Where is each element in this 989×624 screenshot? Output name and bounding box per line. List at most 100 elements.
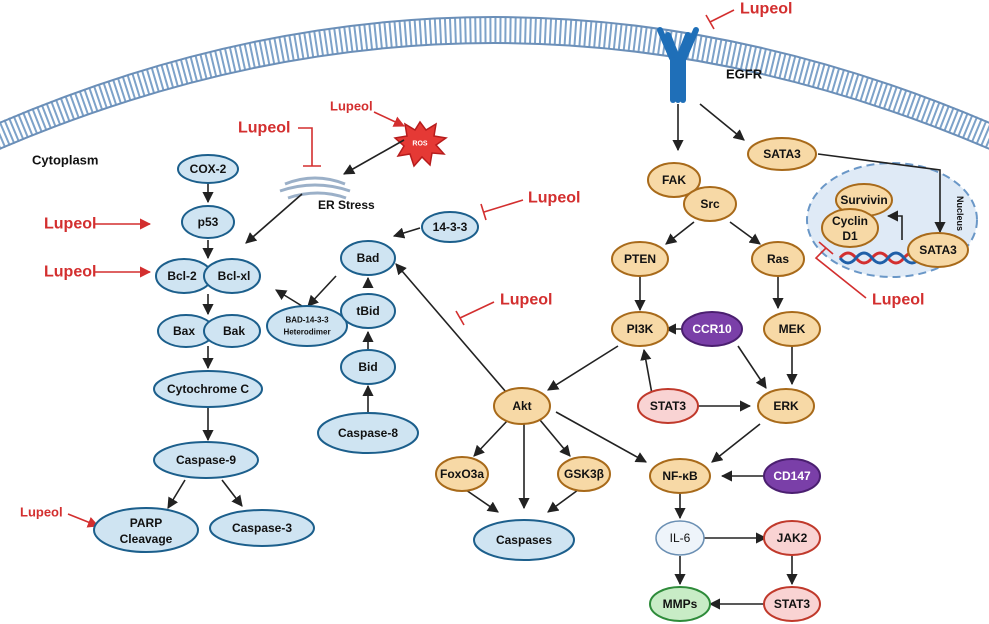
svg-text:p53: p53 bbox=[198, 215, 219, 229]
node-p53: p53 bbox=[181, 205, 235, 239]
node-gsk3b: GSK3β bbox=[557, 456, 611, 492]
svg-text:Cyclin: Cyclin bbox=[832, 214, 868, 228]
svg-text:Cytochrome C: Cytochrome C bbox=[167, 382, 249, 396]
dna-helix-icon bbox=[838, 251, 922, 265]
node-cd147: CD147 bbox=[763, 458, 821, 494]
node-sata3-nucleus: SATA3 bbox=[907, 232, 969, 268]
node-src: Src bbox=[683, 186, 737, 222]
ros-starburst-icon bbox=[393, 120, 448, 168]
lupeol-label-parp: Lupeol bbox=[20, 505, 63, 520]
node-foxo3a: FoxO3a bbox=[435, 456, 489, 492]
svg-text:IL-6: IL-6 bbox=[670, 531, 691, 545]
node-stat3-mid: STAT3 bbox=[637, 388, 699, 424]
svg-text:tBid: tBid bbox=[356, 304, 379, 318]
svg-text:MEK: MEK bbox=[779, 322, 806, 336]
node-mmps: MMPs bbox=[649, 586, 711, 622]
node-bcl2: Bcl-2 bbox=[155, 258, 213, 294]
svg-text:CD147: CD147 bbox=[773, 469, 811, 483]
egfr-label: EGFR bbox=[726, 67, 763, 82]
node-caspase9: Caspase-9 bbox=[153, 441, 259, 479]
svg-text:CCR10: CCR10 bbox=[692, 322, 732, 336]
node-akt: Akt bbox=[493, 387, 551, 425]
lupeol-inhibition-lines bbox=[67, 9, 867, 528]
node-bclxl: Bcl-xl bbox=[203, 258, 261, 294]
svg-text:Cleavage: Cleavage bbox=[120, 532, 173, 546]
node-bid: Bid bbox=[340, 349, 396, 385]
node-bax: Bax bbox=[157, 314, 215, 348]
er-stress-label: ER Stress bbox=[318, 198, 375, 212]
lupeol-label-egfr: Lupeol bbox=[740, 1, 792, 18]
svg-text:PTEN: PTEN bbox=[624, 252, 656, 266]
node-parp-cleavage: PARP Cleavage bbox=[93, 507, 199, 553]
svg-text:SATA3: SATA3 bbox=[919, 243, 957, 257]
svg-text:COX-2: COX-2 bbox=[190, 162, 227, 176]
svg-text:Bak: Bak bbox=[223, 324, 245, 338]
er-stress-icon bbox=[279, 176, 351, 200]
svg-text:BAD-14-3-3: BAD-14-3-3 bbox=[285, 316, 329, 325]
lupeol-label-1433: Lupeol bbox=[528, 190, 580, 207]
svg-text:PI3K: PI3K bbox=[627, 322, 654, 336]
svg-text:Heterodimer: Heterodimer bbox=[283, 328, 330, 337]
node-ras: Ras bbox=[751, 241, 805, 277]
svg-text:Bid: Bid bbox=[358, 360, 377, 374]
svg-text:Src: Src bbox=[700, 197, 720, 211]
activation-arrows bbox=[167, 103, 946, 610]
svg-text:STAT3: STAT3 bbox=[650, 399, 687, 413]
node-stat3-low: STAT3 bbox=[763, 586, 821, 622]
svg-text:Bcl-xl: Bcl-xl bbox=[218, 269, 251, 283]
lupeol-label-ros: Lupeol bbox=[330, 99, 373, 114]
svg-text:PARP: PARP bbox=[130, 516, 162, 530]
svg-text:MMPs: MMPs bbox=[663, 597, 698, 611]
lupeol-label-p53: Lupeol bbox=[44, 216, 96, 233]
lupeol-label-bcl: Lupeol bbox=[44, 264, 96, 281]
node-ccr10: CCR10 bbox=[681, 311, 743, 347]
svg-text:SATA3: SATA3 bbox=[763, 147, 801, 161]
node-jak2: JAK2 bbox=[763, 520, 821, 556]
svg-text:Caspase-9: Caspase-9 bbox=[176, 453, 236, 467]
svg-text:Caspases: Caspases bbox=[496, 533, 552, 547]
svg-text:Caspase-8: Caspase-8 bbox=[338, 426, 398, 440]
node-cytochrome-c: Cytochrome C bbox=[153, 370, 263, 408]
node-caspases: Caspases bbox=[473, 519, 575, 561]
node-caspase3: Caspase-3 bbox=[209, 509, 315, 547]
node-caspase8: Caspase-8 bbox=[317, 412, 419, 454]
lupeol-label-er: Lupeol bbox=[238, 120, 290, 137]
node-nfkb: NF-κB bbox=[649, 458, 711, 494]
node-il6: IL-6 bbox=[655, 520, 705, 556]
svg-text:ERK: ERK bbox=[773, 399, 799, 413]
lupeol-label-nucleus: Lupeol bbox=[872, 292, 924, 309]
node-tbid: tBid bbox=[340, 293, 396, 329]
node-erk: ERK bbox=[757, 388, 815, 424]
node-bak: Bak bbox=[203, 314, 261, 348]
svg-text:FoxO3a: FoxO3a bbox=[440, 467, 484, 481]
lupeol-label-akt: Lupeol bbox=[500, 292, 552, 309]
node-sata3-top: SATA3 bbox=[747, 137, 817, 171]
node-bad: Bad bbox=[340, 240, 396, 276]
svg-text:Ras: Ras bbox=[767, 252, 789, 266]
node-pi3k: PI3K bbox=[611, 311, 669, 347]
svg-text:Caspase-3: Caspase-3 bbox=[232, 521, 292, 535]
node-mek: MEK bbox=[763, 311, 821, 347]
svg-text:D1: D1 bbox=[842, 229, 858, 243]
svg-text:Bad: Bad bbox=[357, 251, 380, 265]
ros-label: ROS bbox=[412, 141, 428, 148]
svg-text:Bax: Bax bbox=[173, 324, 195, 338]
svg-text:STAT3: STAT3 bbox=[774, 597, 811, 611]
node-fak: FAK bbox=[647, 162, 701, 198]
svg-text:JAK2: JAK2 bbox=[777, 531, 808, 545]
svg-text:Akt: Akt bbox=[512, 399, 531, 413]
svg-text:14-3-3: 14-3-3 bbox=[433, 220, 468, 234]
svg-text:Bcl-2: Bcl-2 bbox=[167, 269, 197, 283]
svg-text:NF-κB: NF-κB bbox=[662, 469, 698, 483]
egfr-receptor-icon bbox=[657, 27, 699, 103]
svg-text:Survivin: Survivin bbox=[840, 193, 887, 207]
cytoplasm-label: Cytoplasm bbox=[32, 153, 98, 168]
node-14-3-3: 14-3-3 bbox=[421, 211, 479, 243]
svg-text:GSK3β: GSK3β bbox=[564, 467, 604, 481]
nucleus-label: Nucleus bbox=[955, 196, 965, 231]
node-cox2: COX-2 bbox=[177, 154, 239, 184]
cell-membrane bbox=[0, 16, 989, 150]
